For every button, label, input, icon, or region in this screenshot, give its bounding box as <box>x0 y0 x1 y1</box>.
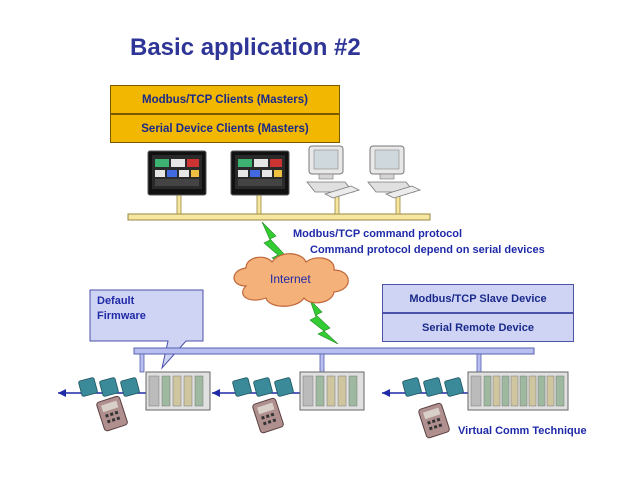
modbus-clients-box: Modbus/TCP Clients (Masters) <box>110 85 340 114</box>
card-reader-icon <box>418 402 450 439</box>
remote-io-group <box>58 371 211 432</box>
callout-line-2: Firmware <box>97 310 146 322</box>
touch-panel-icon <box>147 150 207 196</box>
serial-remote-box: Serial Remote Device <box>382 313 574 342</box>
computer-icon <box>367 145 422 199</box>
controller-rack-icon <box>467 371 569 411</box>
lightning-icon <box>309 299 339 345</box>
computer-icon <box>306 145 361 199</box>
callout-line-1: Default <box>97 295 135 307</box>
io-module-icon <box>78 377 140 397</box>
io-module-icon <box>402 377 464 397</box>
controller-rack-icon <box>299 371 365 411</box>
virtual-comm-label: Virtual Comm Technique <box>458 425 587 437</box>
remote-io-group <box>382 371 569 439</box>
bottom-ethernet-bus <box>133 347 535 373</box>
modbus-slave-box: Modbus/TCP Slave Device <box>382 284 574 313</box>
internet-cloud <box>233 253 349 307</box>
top-ethernet-bus <box>127 192 431 221</box>
card-reader-icon <box>96 395 128 432</box>
controller-rack-icon <box>145 371 211 411</box>
page-title: Basic application #2 <box>130 34 361 61</box>
touch-panel-icon <box>230 150 290 196</box>
protocol-line-2: Command protocol depend on serial device… <box>310 244 545 256</box>
card-reader-icon <box>252 397 284 434</box>
remote-io-group <box>212 371 365 434</box>
io-module-icon <box>232 377 294 397</box>
protocol-line-1: Modbus/TCP command protocol <box>293 228 463 240</box>
serial-clients-box: Serial Device Clients (Masters) <box>110 114 340 143</box>
internet-label: Internet <box>270 272 311 286</box>
